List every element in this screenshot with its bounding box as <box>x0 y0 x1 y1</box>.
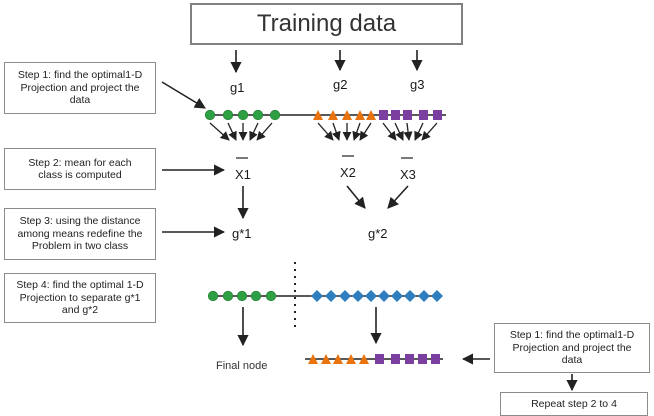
gstar2-point <box>431 290 443 302</box>
third-line-square <box>405 354 414 364</box>
gstar1-points <box>207 290 277 302</box>
x1-label: X1 <box>235 167 251 182</box>
g1-points <box>204 109 281 121</box>
x3-label: X3 <box>400 167 416 182</box>
gstar2-point <box>339 290 351 302</box>
gstar2-point <box>378 290 390 302</box>
gstar2-point <box>418 290 430 302</box>
gstar2-points <box>311 290 443 302</box>
third-line-squares <box>375 354 440 364</box>
g3-label: g3 <box>410 77 425 92</box>
gstar1-point <box>265 290 277 302</box>
g2-mean-arrows <box>317 122 372 141</box>
step1-left-box: Step 1: find the optimal1-D Projection a… <box>4 62 156 114</box>
repeat-text: Repeat step 2 to 4 <box>531 397 617 410</box>
step1-right-box: Step 1: find the optimal1-D Projection a… <box>494 323 650 373</box>
third-line-triangles <box>308 354 369 364</box>
g1-point <box>269 109 281 121</box>
x2-label: X2 <box>340 165 356 180</box>
g1-point <box>222 109 234 121</box>
third-line-square <box>418 354 427 364</box>
g2-point <box>328 110 338 120</box>
gstar2-point <box>365 290 377 302</box>
g1-point <box>252 109 264 121</box>
gstar2-point <box>311 290 323 302</box>
step2-box: Step 2: mean for each class is computed <box>4 148 156 190</box>
gstar2-label: g*2 <box>368 226 388 241</box>
g3-point <box>391 110 400 120</box>
third-line-triangle <box>346 354 356 364</box>
g3-mean-arrows <box>382 122 438 141</box>
third-line-square <box>391 354 400 364</box>
gstar1-point <box>207 290 219 302</box>
training-data-title: Training data <box>256 9 397 37</box>
step2-text: Step 2: mean for each class is computed <box>28 156 132 182</box>
g1-point <box>204 109 216 121</box>
g2-point <box>313 110 323 120</box>
repeat-box: Repeat step 2 to 4 <box>500 392 648 416</box>
g3-point <box>419 110 428 120</box>
g3-point <box>403 110 412 120</box>
g2-point <box>342 110 352 120</box>
gstar1-label: g*1 <box>232 226 252 241</box>
g3-points <box>379 110 442 120</box>
gstar2-point <box>325 290 337 302</box>
step1-right-text: Step 1: find the optimal1-D Projection a… <box>509 329 635 367</box>
step3-box: Step 3: using the distance among means r… <box>4 208 156 260</box>
gstar1-point <box>236 290 248 302</box>
g2-point <box>355 110 365 120</box>
step1-left-text: Step 1: find the optimal1-D Projection a… <box>17 69 143 107</box>
final-node-label: Final node <box>216 360 268 372</box>
g2-point <box>366 110 376 120</box>
training-data-box: Training data <box>190 3 463 45</box>
step4-text: Step 4: find the optimal 1-D Projection … <box>16 279 144 317</box>
gstar2-point <box>404 290 416 302</box>
third-line-square <box>431 354 440 364</box>
g1-mean-arrows <box>209 122 273 141</box>
third-line-triangle <box>333 354 343 364</box>
gstar1-point <box>250 290 262 302</box>
third-line-triangle <box>308 354 318 364</box>
arrow-x3-to-gstar2 <box>387 185 409 209</box>
gstar2-point <box>391 290 403 302</box>
g1-point <box>237 109 249 121</box>
third-line-triangle <box>321 354 331 364</box>
gstar1-point <box>222 290 234 302</box>
g1-label: g1 <box>230 80 245 95</box>
third-line-triangle <box>359 354 369 364</box>
third-line-square <box>375 354 384 364</box>
arrow-step1-to-projection <box>161 81 206 109</box>
g3-point <box>433 110 442 120</box>
g2-points <box>313 110 376 120</box>
step3-text: Step 3: using the distance among means r… <box>17 215 143 253</box>
gstar2-point <box>352 290 364 302</box>
g3-point <box>379 110 388 120</box>
arrow-x2-to-gstar2 <box>346 185 366 209</box>
g2-label: g2 <box>333 77 348 92</box>
step4-box: Step 4: find the optimal 1-D Projection … <box>4 273 156 323</box>
